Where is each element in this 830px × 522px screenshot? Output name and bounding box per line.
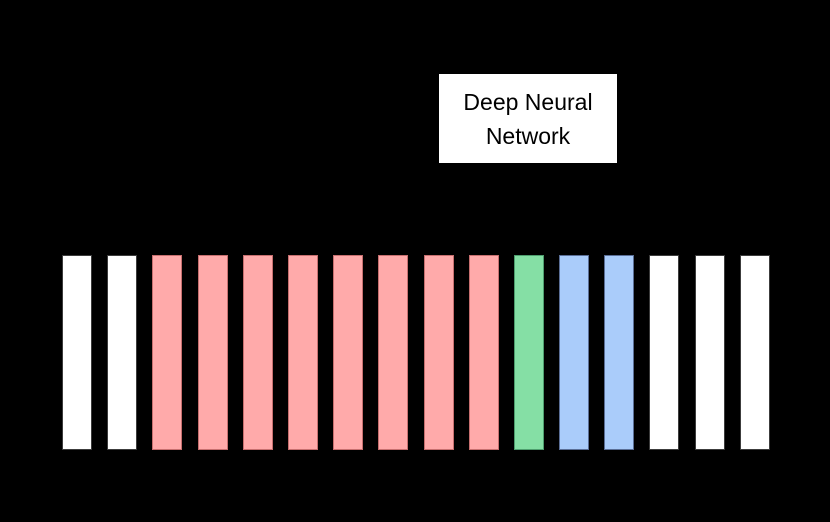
signal-bar-pink-4: [242, 255, 273, 450]
signal-bar-pink-8: [423, 255, 454, 450]
signal-bar-blue-11: [559, 255, 590, 450]
signal-bar-white-13: [649, 255, 680, 450]
signal-bar-pink-9: [468, 255, 499, 450]
signal-bar-pink-6: [333, 255, 364, 450]
signal-bars-row: [62, 255, 770, 450]
signal-bar-blue-12: [604, 255, 635, 450]
dnn-box-label-line1: Deep Neural: [463, 88, 593, 115]
signal-bar-green-10: [513, 255, 544, 450]
dnn-box-label-line2: Network: [485, 122, 571, 149]
signal-bar-white-0: [62, 255, 92, 450]
signal-bar-pink-3: [197, 255, 228, 450]
signal-bar-white-14: [694, 255, 725, 450]
signal-bar-white-15: [739, 255, 770, 450]
signal-bar-pink-2: [152, 255, 183, 450]
signal-bar-white-1: [107, 255, 138, 450]
signal-bar-pink-5: [287, 255, 318, 450]
dnn-box: Deep Neural Network: [439, 74, 617, 163]
signal-bar-pink-7: [378, 255, 409, 450]
